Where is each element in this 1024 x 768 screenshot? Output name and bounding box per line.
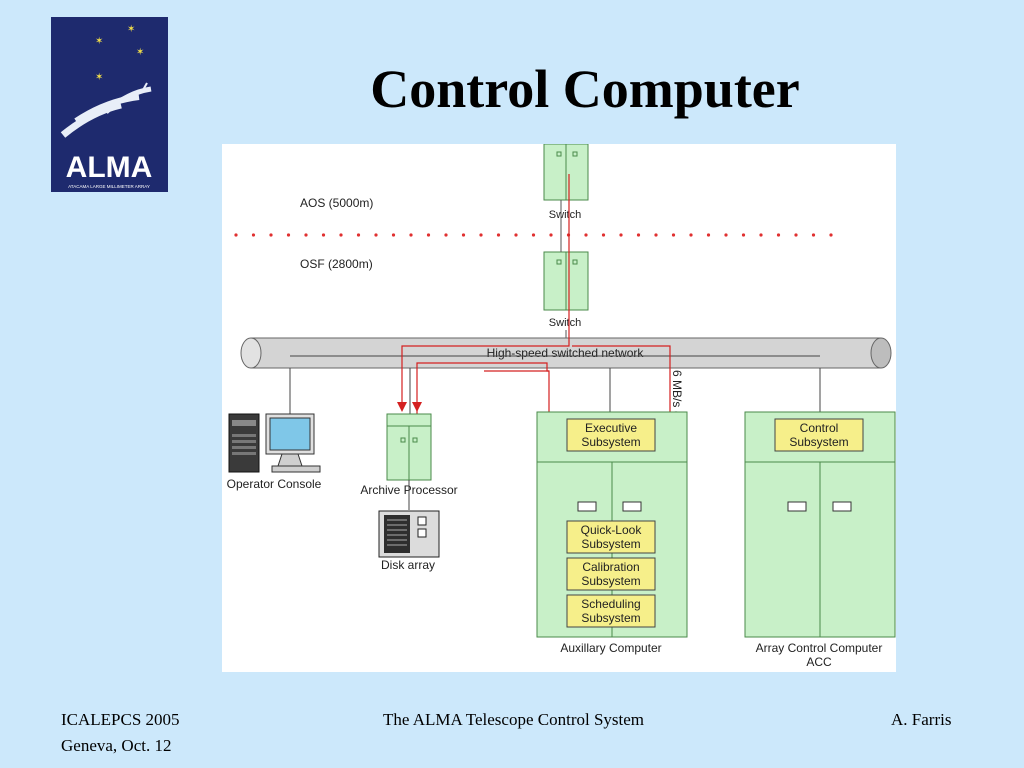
- boundary-dot: [356, 233, 361, 237]
- scheduling-subsystem: Scheduling Subsystem: [566, 594, 656, 628]
- aos-label: AOS (5000m): [300, 196, 373, 210]
- scheduling-subsystem-line1: Scheduling: [581, 597, 640, 611]
- switch-bottom: Switch: [543, 251, 589, 329]
- network-label: High-speed switched network: [487, 346, 645, 360]
- antenna-dish-icon: [60, 82, 152, 138]
- executive-subsystem-line2: Subsystem: [581, 435, 640, 449]
- boundary-dot: [286, 233, 291, 237]
- boundary-dot: [409, 233, 413, 237]
- operator-console: Operator Console: [227, 413, 322, 491]
- acc-label-line1: Array Control Computer: [756, 641, 883, 655]
- star-icon: ✶: [127, 24, 135, 35]
- footer-center: The ALMA Telescope Control System: [383, 710, 645, 729]
- boundary-dot: [391, 233, 396, 237]
- boundary-dot: [759, 233, 763, 237]
- boundary-dot: [654, 233, 658, 237]
- archive-processor: Archive Processor: [360, 413, 458, 510]
- boundary-dot: [479, 233, 483, 237]
- boundary-dot: [619, 233, 623, 237]
- boundary-dot: [426, 233, 431, 237]
- network-drops: [289, 355, 821, 414]
- calibration-subsystem-line1: Calibration: [582, 560, 639, 574]
- boundary-dot: [461, 233, 466, 237]
- slide-title: Control Computer: [370, 59, 800, 119]
- osf-label: OSF (2800m): [300, 257, 373, 271]
- acc-label-line2: ACC: [806, 655, 832, 669]
- boundary-dot: [514, 233, 518, 237]
- disk-array: Disk array: [378, 510, 440, 572]
- boundary-dot: [549, 233, 553, 237]
- boundary-dot: [671, 233, 676, 237]
- footer-location-date: Geneva, Oct. 12: [61, 736, 172, 755]
- switch-top-label: Switch: [549, 209, 581, 221]
- star-icon: ✶: [136, 47, 144, 58]
- boundary-dot: [444, 233, 448, 237]
- executive-subsystem: Executive Subsystem: [566, 418, 656, 452]
- boundary-dot: [689, 233, 693, 237]
- boundary-dot: [584, 233, 588, 237]
- quicklook-subsystem-line2: Subsystem: [581, 537, 640, 551]
- network-pipe: High-speed switched network: [240, 337, 892, 369]
- footer-conference: ICALEPCS 2005: [61, 710, 180, 729]
- control-computer-diagram: AOS (5000m) OSF (2800m) Switch Switch Hi…: [222, 144, 896, 672]
- switch-bottom-label: Switch: [549, 317, 581, 329]
- disk-array-label: Disk array: [381, 558, 435, 572]
- logo-tagline: ATACAMA LARGE MILLIMETER ARRAY: [68, 184, 150, 189]
- boundary-dot: [724, 233, 728, 237]
- quicklook-subsystem: Quick-Look Subsystem: [566, 520, 656, 554]
- boundary-dot: [339, 233, 343, 237]
- boundary-dot: [706, 233, 711, 237]
- boundary-dot: [374, 233, 378, 237]
- calibration-subsystem-line2: Subsystem: [581, 574, 640, 588]
- boundary-dot: [269, 233, 273, 237]
- boundary-dot: [829, 233, 833, 237]
- boundary-dot: [636, 233, 641, 237]
- control-subsystem-line2: Subsystem: [789, 435, 848, 449]
- boundary-dot: [496, 233, 501, 237]
- switch-top: Switch: [543, 144, 589, 221]
- auxiliary-computer-label: Auxillary Computer: [560, 641, 661, 655]
- calibration-subsystem: Calibration Subsystem: [566, 557, 656, 591]
- footer-author: A. Farris: [891, 710, 952, 729]
- boundary-dot: [251, 233, 256, 237]
- footer-left: ICALEPCS 2005 Geneva, Oct. 12: [61, 707, 180, 759]
- star-icon: ✶: [95, 36, 103, 47]
- boundary-dot: [234, 233, 238, 237]
- boundary-dot: [741, 233, 746, 237]
- boundary-dot: [321, 233, 326, 237]
- boundary-dot: [531, 233, 536, 237]
- boundary-dot: [794, 233, 798, 237]
- quicklook-subsystem-line1: Quick-Look: [581, 523, 643, 537]
- boundary-dot: [304, 233, 308, 237]
- alma-logo: ✶ ✶ ✶ ✶ ALMA ATACAMA LARGE MILLIMETER AR…: [51, 17, 168, 192]
- logo-wordmark: ALMA: [66, 151, 153, 184]
- boundary-dot: [776, 233, 781, 237]
- boundary-dot: [811, 233, 816, 237]
- site-boundary-line: [234, 233, 833, 237]
- boundary-dot: [601, 233, 606, 237]
- operator-console-label: Operator Console: [227, 477, 322, 491]
- control-subsystem-line1: Control: [800, 421, 839, 435]
- control-subsystem: Control Subsystem: [774, 418, 864, 452]
- scheduling-subsystem-line2: Subsystem: [581, 611, 640, 625]
- executive-subsystem-line1: Executive: [585, 421, 637, 435]
- star-icon: ✶: [95, 72, 103, 83]
